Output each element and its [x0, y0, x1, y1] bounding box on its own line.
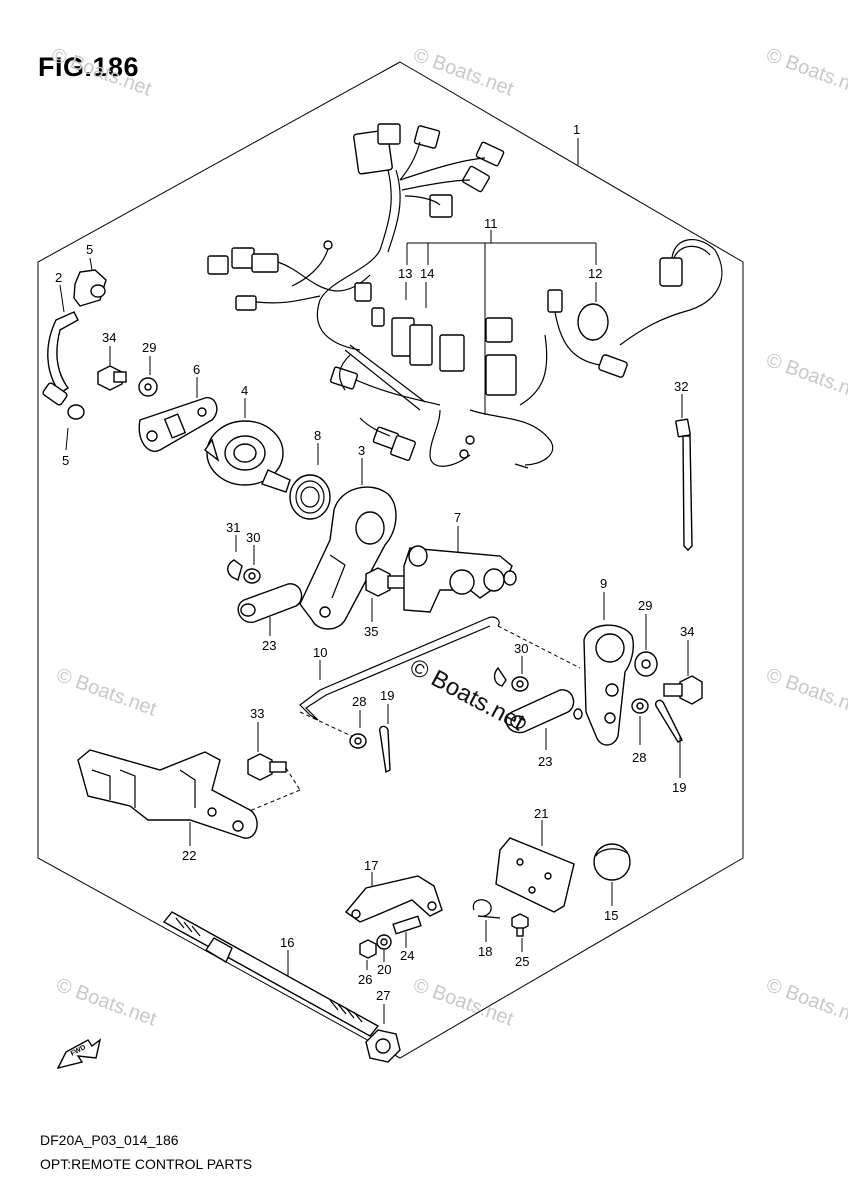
- callout-19-right: 19: [672, 780, 686, 795]
- part-10-rod: [299, 616, 581, 741]
- callout-labels: 1 11 13 14 12 5 2 34 29 6 32 4 8 5 3 7 3…: [55, 122, 694, 1003]
- part-28-washer-right: [631, 698, 649, 745]
- part-6-plate: [138, 377, 218, 452]
- callout-19-center: 19: [380, 688, 394, 703]
- watermark-main: © Boats.net: [405, 653, 529, 736]
- callout-29-right: 29: [638, 598, 652, 613]
- part-2-tube: [42, 284, 85, 451]
- callout-22: 22: [182, 848, 196, 863]
- callout-5-top: 5: [86, 242, 93, 257]
- part-15-cap: [593, 843, 631, 906]
- part-34-bolt-right: [663, 640, 703, 705]
- callout-28-center: 28: [352, 694, 366, 709]
- callout-29-left: 29: [142, 340, 156, 355]
- part-32-cable-tie: [675, 394, 693, 551]
- part-7-bracket: [403, 526, 517, 613]
- part-29-washer: [138, 356, 158, 397]
- part-24-stud: [392, 915, 422, 948]
- part-30-washer-right: [493, 656, 529, 692]
- part-29-washer-right: [634, 614, 658, 677]
- callout-34-left: 34: [102, 330, 116, 345]
- callout-7: 7: [454, 510, 461, 525]
- figure-description: OPT:REMOTE CONTROL PARTS: [40, 1156, 253, 1172]
- figure-title: FIG.186: [38, 52, 140, 82]
- callout-16: 16: [280, 935, 294, 950]
- part-25-screw: [511, 913, 529, 952]
- part-9-lever: [573, 592, 634, 746]
- part-16-shaft: [162, 911, 380, 1037]
- part-31-pin: [227, 535, 243, 582]
- callout-32: 32: [674, 379, 688, 394]
- callout-12: 12: [588, 266, 602, 281]
- callout-34-right: 34: [680, 624, 694, 639]
- callout-28-right: 28: [632, 750, 646, 765]
- part-33-bolt: [239, 722, 301, 816]
- callout-6: 6: [193, 362, 200, 377]
- part-3-lever: [299, 458, 397, 630]
- callout-9: 9: [600, 576, 607, 591]
- callout-10: 10: [313, 645, 327, 660]
- callout-26: 26: [358, 972, 372, 987]
- part-23-link-left: [237, 583, 303, 636]
- part-18-clip: [472, 899, 501, 942]
- callout-27: 27: [376, 988, 390, 1003]
- part-26-nut: [359, 939, 377, 970]
- model-code: DF20A_P03_014_186: [40, 1132, 179, 1148]
- watermark: © Boats.net: [763, 974, 848, 1031]
- part-17-bracket: [344, 872, 443, 923]
- part-30-washer: [243, 545, 261, 584]
- callout-31: 31: [226, 520, 240, 535]
- callout-11: 11: [484, 216, 498, 231]
- watermark: © Boats.net: [53, 974, 159, 1031]
- part-21-plate: [495, 820, 575, 913]
- callout-2: 2: [55, 270, 62, 285]
- part-27-nut: [365, 1004, 401, 1063]
- callout-23-right: 23: [538, 754, 552, 769]
- hexagon-frame: [37, 61, 744, 1059]
- fwd-arrow-icon: FWD: [56, 1038, 102, 1070]
- watermark: © Boats.net: [763, 664, 848, 721]
- callout-20: 20: [377, 962, 391, 977]
- watermarks: © Boats.net © Boats.net © Boats.net © Bo…: [48, 44, 848, 1031]
- watermark: © Boats.net: [53, 664, 159, 721]
- part-23-link-right: [505, 689, 575, 750]
- part-8-spring: [289, 443, 331, 520]
- callout-25: 25: [515, 954, 529, 969]
- callout-15: 15: [604, 908, 618, 923]
- part-19-pin-center: [378, 704, 391, 774]
- part-20-washer: [376, 934, 392, 962]
- callout-14: 14: [420, 266, 434, 281]
- part-19-pin-right: [654, 699, 683, 778]
- watermark: © Boats.net: [763, 349, 848, 406]
- part-34-bolt: [97, 346, 127, 391]
- callout-30-right: 30: [514, 641, 528, 656]
- part-22-bracket: [77, 749, 258, 846]
- callout-17: 17: [364, 858, 378, 873]
- callout-23-left: 23: [262, 638, 276, 653]
- callout-3: 3: [358, 443, 365, 458]
- part-5-clip: [73, 257, 107, 307]
- callout-33: 33: [250, 706, 264, 721]
- callout-24: 24: [400, 948, 414, 963]
- harness-leaders: [405, 138, 597, 415]
- callout-35: 35: [364, 624, 378, 639]
- watermark: © Boats.net: [48, 44, 154, 101]
- part-28-washer-center: [349, 710, 367, 749]
- callout-8: 8: [314, 428, 321, 443]
- callout-1: 1: [573, 122, 580, 137]
- watermark: © Boats.net: [763, 44, 848, 101]
- part-wiring-harness: [207, 123, 723, 469]
- watermark: © Boats.net: [410, 44, 516, 101]
- watermark: © Boats.net: [410, 974, 516, 1031]
- callout-13: 13: [398, 266, 412, 281]
- callout-18: 18: [478, 944, 492, 959]
- callout-4: 4: [241, 383, 248, 398]
- callout-5-bottom: 5: [62, 453, 69, 468]
- part-4-cam: [204, 398, 291, 493]
- part-35-bolt: [365, 567, 411, 622]
- callout-30-left: 30: [246, 530, 260, 545]
- callout-21: 21: [534, 806, 548, 821]
